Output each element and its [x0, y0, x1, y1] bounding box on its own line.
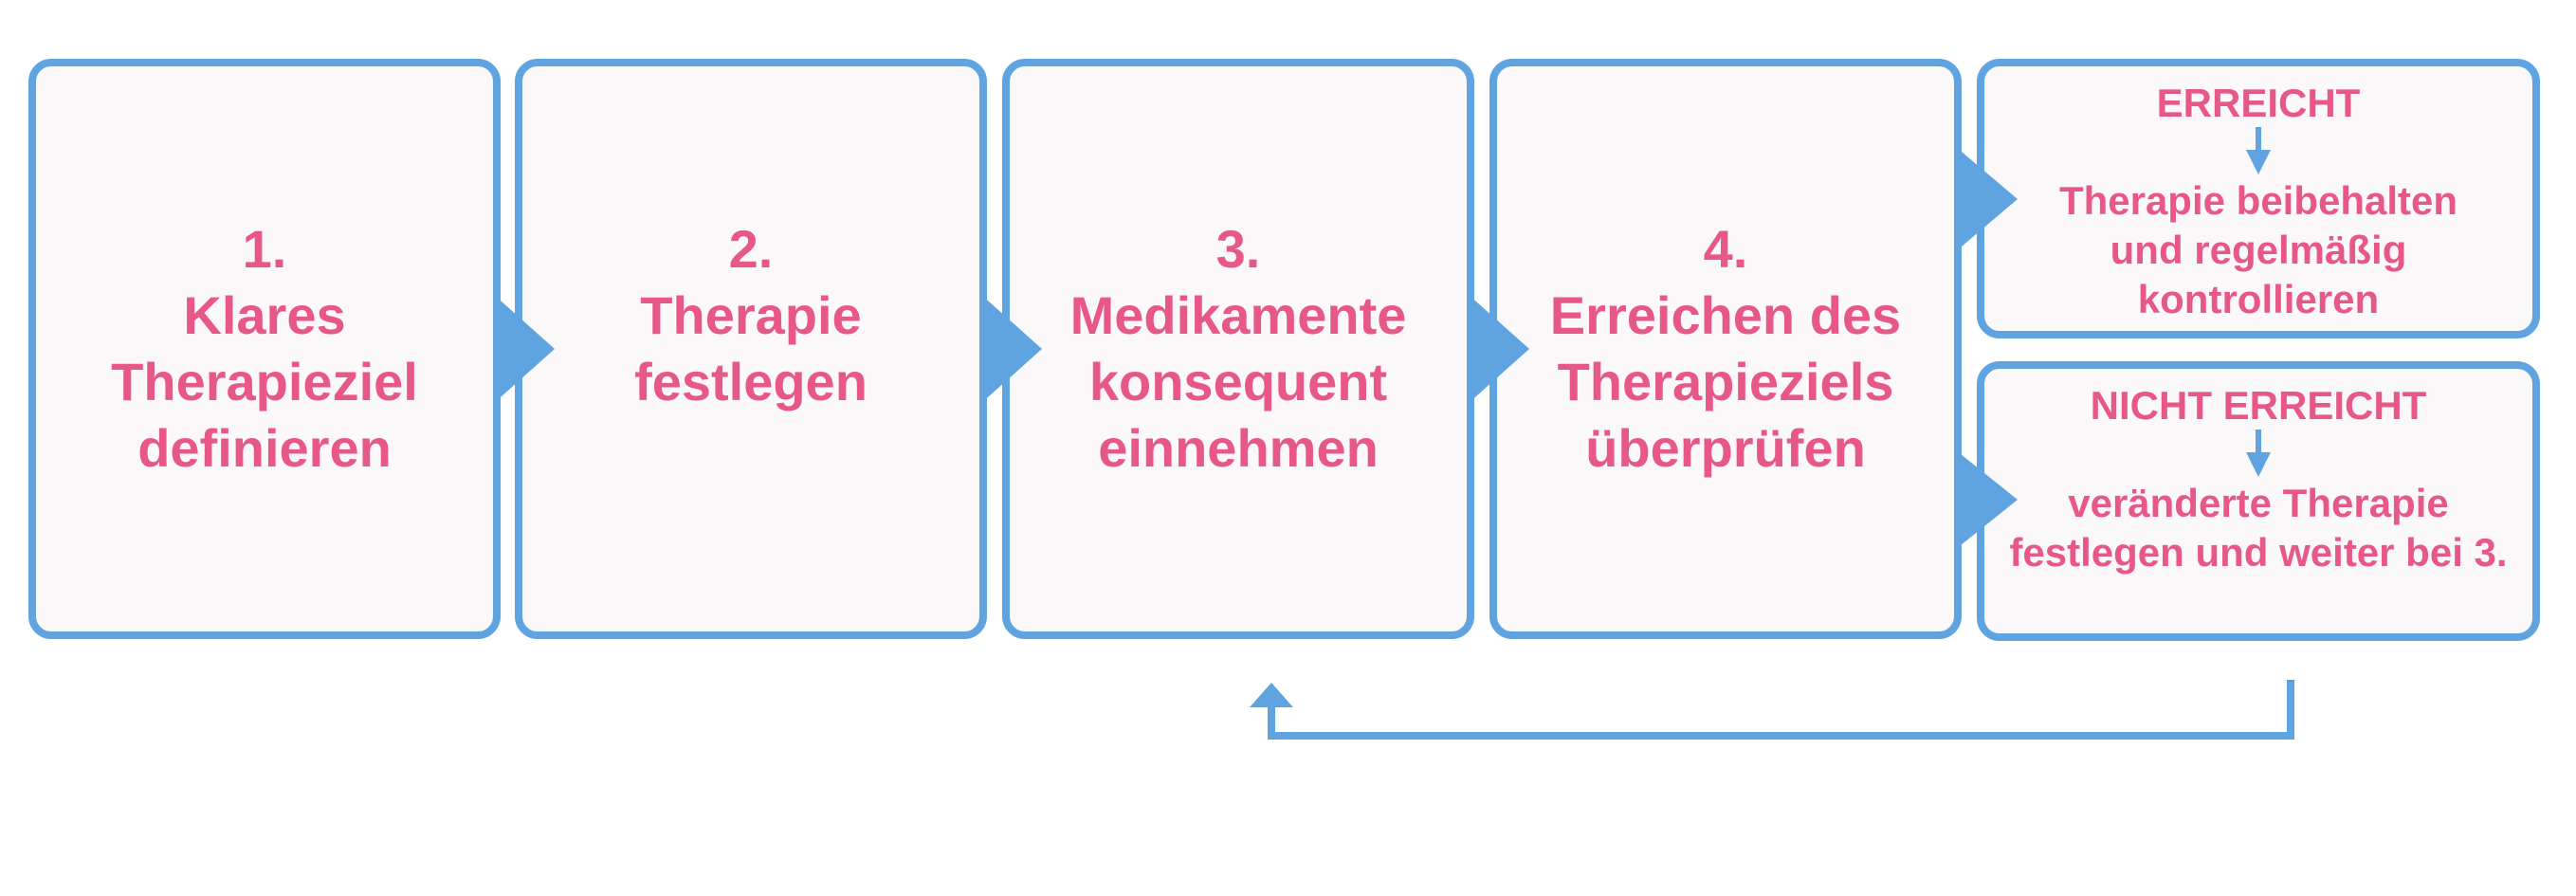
action-achieved: Therapie beibehalten und regelmäßig kont…	[2059, 176, 2457, 324]
step-text-line: Klares	[183, 285, 346, 345]
loop-back-arrow-icon	[1250, 680, 2294, 740]
step-box-1: 1. Klares Therapieziel definieren	[28, 59, 501, 639]
step-text-line: konsequent	[1088, 352, 1388, 411]
outcome-box-achieved: ERREICHT Therapie beibehalten und regelm…	[1977, 59, 2540, 338]
action-line: kontrollieren	[2137, 277, 2380, 321]
step-number: 2.	[728, 219, 774, 279]
arrow-down-icon	[2246, 430, 2271, 477]
arrow-right-icon	[1956, 450, 2018, 549]
status-achieved: ERREICHT	[2156, 81, 2361, 125]
arrow-right-icon	[1468, 294, 1529, 404]
step-text-line: festlegen	[634, 352, 868, 411]
action-line: Therapie beibehalten	[2058, 178, 2458, 223]
action-line: und regelmäßig	[2110, 228, 2407, 272]
action-not-achieved: veränderte Therapie festlegen und weiter…	[2009, 479, 2507, 577]
step-number: 4.	[1703, 219, 1748, 279]
arrow-down-icon	[2246, 127, 2271, 174]
arrow-right-icon	[1956, 147, 2018, 251]
step-box-3: 3. Medikamente konsequent einnehmen	[1002, 59, 1474, 639]
action-line: veränderte Therapie	[2068, 481, 2449, 525]
step-box-2: 2. Therapie festlegen ​	[515, 59, 987, 639]
step-text-line: einnehmen	[1098, 418, 1379, 478]
step-text-line: Medikamente	[1069, 285, 1407, 345]
arrow-right-icon	[980, 294, 1042, 404]
step-box-4: 4. Erreichen des Therapieziels überprüfe…	[1489, 59, 1962, 639]
step-number: 1.	[242, 219, 287, 279]
step-text-line: Therapieziel	[111, 352, 418, 411]
step-text-line: definieren	[137, 418, 392, 478]
arrow-right-icon	[493, 294, 555, 404]
step-text-line: Therapieziels	[1557, 352, 1894, 411]
status-not-achieved: NICHT ERREICHT	[2090, 383, 2427, 428]
step-text-line: Therapie	[640, 285, 862, 345]
step-number: 3.	[1215, 219, 1261, 279]
step-text-line: überprüfen	[1585, 418, 1866, 478]
step-text-line: Erreichen des	[1549, 285, 1902, 345]
action-line: festlegen und weiter bei 3.	[2009, 530, 2508, 575]
